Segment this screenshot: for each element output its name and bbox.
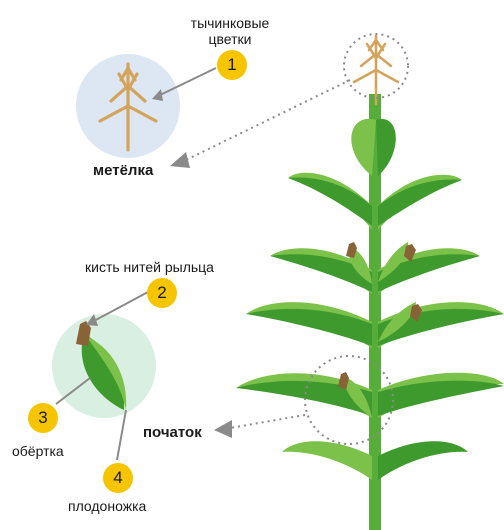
ear-pointer-arrow bbox=[214, 420, 232, 438]
badge-2: 2 bbox=[147, 278, 177, 308]
label-tassel: метёлка bbox=[93, 163, 153, 179]
badge-4: 4 bbox=[103, 463, 133, 493]
badge-1: 1 bbox=[217, 50, 247, 80]
label-stalk: плодоножка bbox=[68, 498, 146, 514]
badge-3: 3 bbox=[28, 403, 58, 433]
callout-line-4 bbox=[117, 410, 126, 460]
label-ear: початок bbox=[143, 425, 202, 441]
ear-pointer-line bbox=[230, 415, 305, 428]
tassel-pointer-line bbox=[186, 80, 350, 160]
label-silk: кисть нитей рыльца bbox=[85, 259, 214, 275]
tassel-pointer-arrow bbox=[170, 152, 190, 168]
label-stamen-flowers: тычинковые цветки bbox=[185, 15, 275, 47]
label-husk: обёртка bbox=[12, 443, 64, 459]
